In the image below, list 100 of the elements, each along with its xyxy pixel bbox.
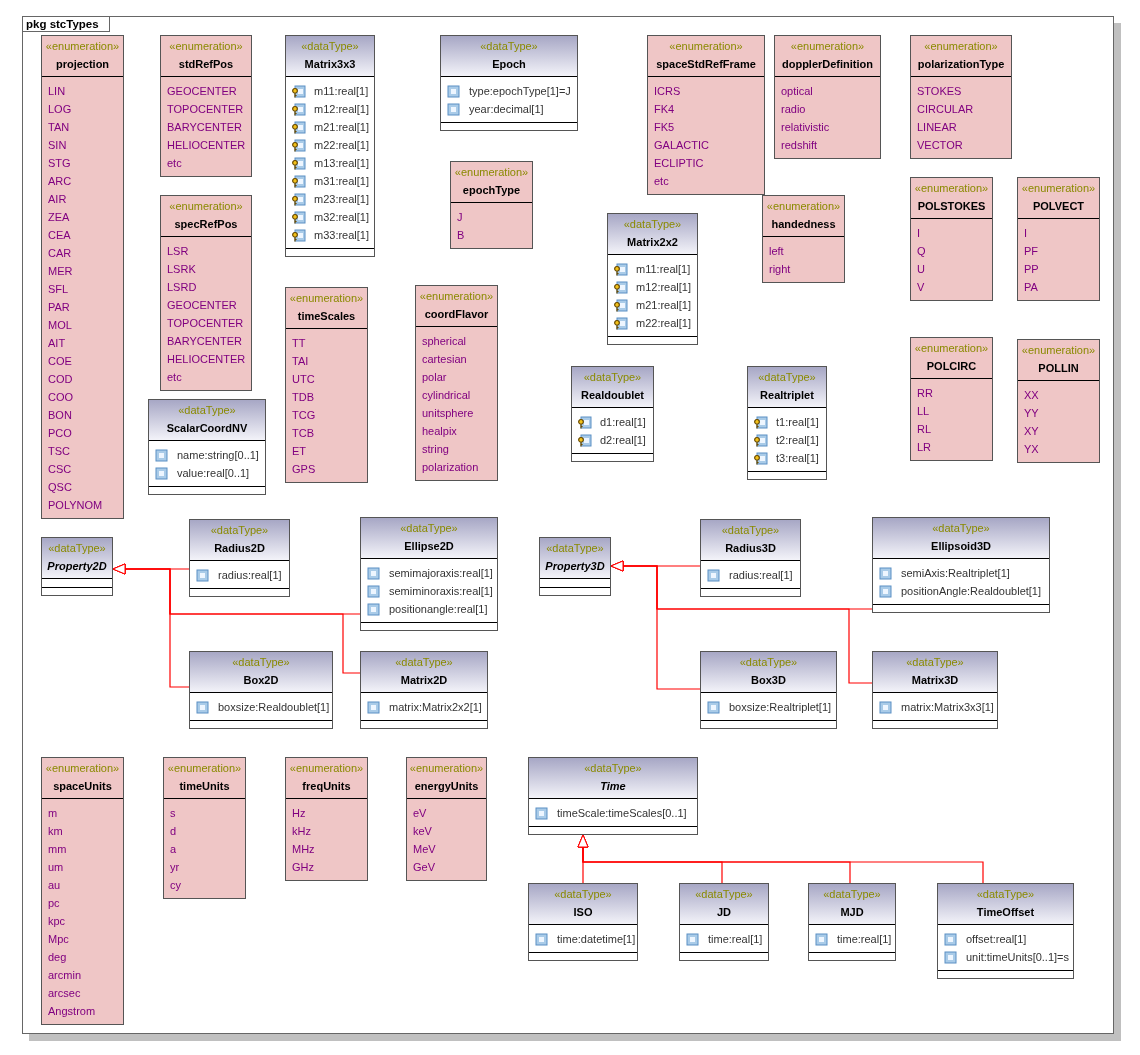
enum-literal: FK4: [653, 102, 675, 117]
enum-literal: cartesian: [421, 352, 467, 367]
stereotype-label: «dataType»: [739, 655, 798, 670]
stereotype-label: «enumeration»: [169, 39, 243, 54]
datatype-class-box: [747, 366, 827, 480]
stereotype-label: «enumeration»: [419, 289, 494, 304]
stereotype-label: «enumeration»: [1021, 343, 1096, 358]
enum-literal: km: [47, 824, 63, 839]
stereotype-label: «enumeration»: [45, 39, 120, 54]
attribute-text: positionAngle:Realdoublet[1]: [901, 584, 1042, 599]
enum-literal: right: [768, 262, 791, 277]
class-name: timeUnits: [179, 779, 230, 794]
enumeration-class-box: [1017, 339, 1100, 463]
datatype-class-box: [285, 35, 375, 257]
enum-literal: GEOCENTER: [166, 84, 237, 99]
class-name: Realdoublet: [581, 388, 644, 403]
enum-literal: um: [47, 860, 64, 875]
attribute-text: name:string[0..1]: [177, 448, 259, 463]
attribute-text: boxsize:Realdoublet[1]: [218, 700, 330, 715]
attribute-text: time:real[1]: [837, 932, 892, 947]
enum-literal: COD: [47, 372, 73, 387]
enum-literal: RL: [916, 422, 932, 437]
enum-literal: m: [47, 806, 58, 821]
enum-literal: cy: [169, 878, 181, 893]
class-name: energyUnits: [414, 779, 479, 794]
enum-literal: U: [916, 262, 925, 277]
enum-literal: YY: [1023, 406, 1039, 421]
enumeration-class-box: [285, 757, 368, 881]
attribute-text: semimajoraxis:real[1]: [389, 566, 493, 581]
class-name: Box3D: [751, 673, 786, 688]
enum-literal: BARYCENTER: [166, 120, 242, 135]
enum-literal: au: [47, 878, 61, 893]
enum-literal: ICRS: [653, 84, 681, 99]
datatype-class-box: [700, 651, 837, 729]
enum-literal: PF: [1023, 244, 1039, 259]
enum-literal: LR: [916, 440, 932, 455]
datatype-class-box: [189, 651, 333, 729]
class-name: Matrix2x2: [627, 235, 678, 250]
datatype-class-box: [872, 651, 998, 729]
class-name: Epoch: [492, 57, 526, 72]
enum-literal: yr: [169, 860, 180, 875]
stereotype-label: «dataType»: [758, 370, 816, 385]
enum-literal: CAR: [47, 246, 72, 261]
datatype-class-box: [808, 883, 896, 961]
datatype-class-box: [189, 519, 290, 597]
stereotype-label: «enumeration»: [790, 39, 865, 54]
class-name: ScalarCoordNV: [166, 421, 248, 436]
stereotype-label: «dataType»: [976, 887, 1035, 902]
attribute-text: m11:real[1]: [636, 262, 691, 277]
attribute-text: value:real[0..1]: [177, 466, 250, 481]
enum-literal: relativistic: [780, 120, 830, 135]
enum-literal: TOPOCENTER: [166, 102, 244, 117]
enum-literal: BARYCENTER: [166, 334, 242, 349]
attribute-text: m33:real[1]: [314, 228, 370, 243]
enum-literal: keV: [412, 824, 432, 839]
class-name: freqUnits: [302, 779, 351, 794]
enum-literal: etc: [166, 156, 182, 171]
stereotype-label: «enumeration»: [924, 39, 998, 54]
enumeration-class-box: [774, 35, 881, 159]
attribute-text: unit:timeUnits[0..1]=s: [966, 950, 1070, 965]
datatype-class-box: [937, 883, 1074, 979]
enum-literal: TSC: [47, 444, 70, 459]
enum-literal: TAI: [291, 354, 309, 369]
class-name: POLSTOKES: [917, 199, 986, 214]
enum-literal: YX: [1023, 442, 1039, 457]
attribute-text: t1:real[1]: [776, 415, 819, 430]
enum-literal: COO: [47, 390, 74, 405]
enum-literal: kHz: [291, 824, 311, 839]
enum-literal: CSC: [47, 462, 72, 477]
enum-literal: VECTOR: [916, 138, 963, 153]
enumeration-class-box: [41, 757, 124, 1025]
enum-literal: optical: [780, 84, 813, 99]
enum-literal: GeV: [412, 860, 435, 875]
stereotype-label: «enumeration»: [167, 761, 242, 776]
class-name: timeScales: [297, 309, 356, 324]
attribute-text: positionangle:real[1]: [389, 602, 488, 617]
stereotype-label: «dataType»: [721, 523, 780, 538]
enum-literal: LL: [916, 404, 930, 419]
enum-literal: LINEAR: [916, 120, 957, 135]
class-name: Matrix3x3: [304, 57, 356, 72]
enum-literal: etc: [653, 174, 669, 189]
enum-literal: GPS: [291, 462, 316, 477]
enum-literal: arcmin: [47, 968, 81, 983]
enumeration-class-box: [285, 287, 368, 483]
enum-literal: Q: [916, 244, 926, 259]
enumeration-class-box: [450, 161, 533, 249]
enumeration-class-box: [762, 195, 845, 283]
enumeration-class-box: [406, 757, 487, 881]
attribute-text: m22:real[1]: [314, 138, 370, 153]
enum-literal: left: [768, 244, 784, 259]
enumeration-class-box: [910, 177, 993, 301]
datatype-class-box: [700, 519, 801, 597]
enum-literal: STOKES: [916, 84, 962, 99]
stereotype-label: «enumeration»: [1021, 181, 1096, 196]
enum-literal: spherical: [421, 334, 467, 349]
enum-literal: cylindrical: [421, 388, 471, 403]
attribute-text: m21:real[1]: [636, 298, 692, 313]
stereotype-label: «dataType»: [480, 39, 538, 54]
class-name: POLLIN: [1038, 361, 1079, 376]
enum-literal: I: [1023, 226, 1028, 241]
